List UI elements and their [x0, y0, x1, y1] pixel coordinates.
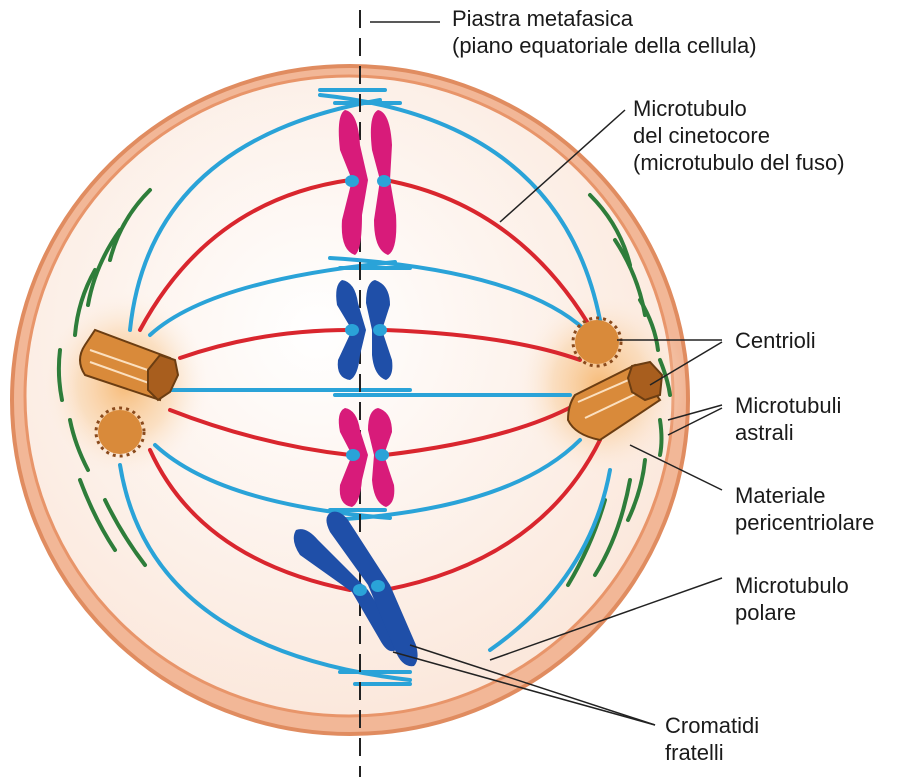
label-line: Cromatidi: [665, 712, 759, 739]
kinetochore: [377, 175, 391, 187]
label-line: Piastra metafasica: [452, 5, 757, 32]
label-centrioli: Centrioli: [735, 327, 816, 354]
kinetochore: [375, 449, 389, 461]
label-line: Microtubulo: [633, 95, 845, 122]
label-line: Microtubulo: [735, 572, 849, 599]
label-line: astrali: [735, 419, 841, 446]
astral-microtubule: [660, 420, 662, 455]
label-line: polare: [735, 599, 849, 626]
label-piastra-metafasica: Piastra metafasica (piano equatoriale de…: [452, 5, 757, 59]
label-line: pericentriolare: [735, 509, 874, 536]
centriole-ring-icon: [575, 320, 619, 364]
label-microtubulo-cinetocore: Microtubulo del cinetocore (microtubulo …: [633, 95, 845, 176]
kinetochore: [353, 584, 367, 596]
kinetochore: [345, 175, 359, 187]
label-line: fratelli: [665, 739, 759, 766]
label-line: (piano equatoriale della cellula): [452, 32, 757, 59]
label-cromatidi-fratelli: Cromatidi fratelli: [665, 712, 759, 766]
label-line: Microtubuli: [735, 392, 841, 419]
centriole-ring-icon: [98, 410, 142, 454]
label-line: (microtubulo del fuso): [633, 149, 845, 176]
label-line: Materiale: [735, 482, 874, 509]
kinetochore: [345, 324, 359, 336]
label-microtubuli-astrali: Microtubuli astrali: [735, 392, 841, 446]
kinetochore: [373, 324, 387, 336]
label-line: Centrioli: [735, 327, 816, 354]
label-microtubulo-polare: Microtubulo polare: [735, 572, 849, 626]
kinetochore: [346, 449, 360, 461]
label-materiale-pericentriolare: Materiale pericentriolare: [735, 482, 874, 536]
label-line: del cinetocore: [633, 122, 845, 149]
kinetochore: [371, 580, 385, 592]
